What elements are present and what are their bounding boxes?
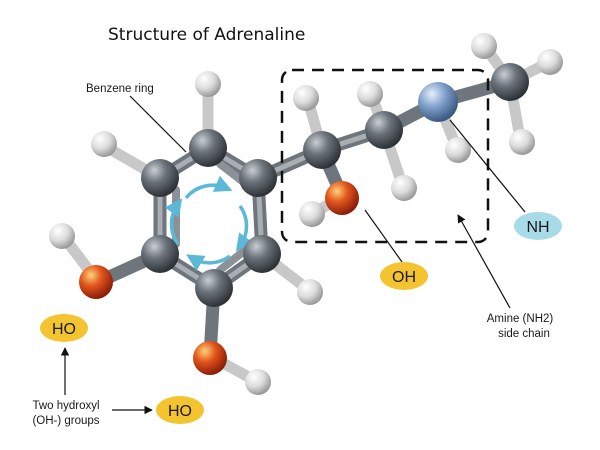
- svg-text:HO: HO: [168, 403, 192, 420]
- amine-label-line2: side chain: [498, 328, 550, 340]
- hydrogen-atom: [245, 369, 271, 395]
- hydrogen-atom: [445, 137, 471, 163]
- aromatic-arrows: [164, 175, 254, 271]
- hydrogen-atom: [299, 201, 325, 227]
- pointer-lines: [60, 95, 526, 415]
- oxygen-atom: [325, 181, 359, 215]
- carbon-atom: [195, 269, 233, 307]
- hydrogen-atom: [471, 33, 497, 59]
- nitrogen-atom: [418, 82, 458, 122]
- benzene-ring-label: Benzene ring: [86, 83, 154, 95]
- svg-text:HO: HO: [52, 321, 76, 338]
- hydrogen-atom: [537, 49, 563, 75]
- side-chain-box: [280, 68, 490, 244]
- hydrogen-atom: [293, 85, 319, 111]
- benzene-pointer: [129, 95, 187, 153]
- hydrogen-atom: [91, 131, 117, 157]
- hydrogen-atom: [195, 71, 221, 97]
- carbon-atom: [189, 129, 227, 167]
- carbon-atom: [239, 159, 277, 197]
- svg-text:NH: NH: [526, 219, 549, 236]
- hydroxyl-label-line2: (OH-) groups: [32, 415, 99, 427]
- carbon-atom: [491, 63, 529, 101]
- carbon-atom: [141, 235, 179, 273]
- nh-pointer: [449, 119, 526, 213]
- carbon-atom: [365, 111, 403, 149]
- carbon-atom: [243, 235, 281, 273]
- oxygen-atom: [79, 265, 113, 299]
- ho-left-tag: HO: [40, 314, 88, 342]
- svg-text:OH: OH: [392, 269, 416, 286]
- oh-pointer: [364, 209, 403, 263]
- amine-arrow: [457, 214, 511, 309]
- nh-tag: NH: [514, 212, 562, 240]
- hydrogen-atom: [297, 279, 323, 305]
- carbon-atom: [303, 131, 341, 169]
- oh-side-tag: OH: [380, 262, 428, 290]
- carbon-atom: [141, 159, 179, 197]
- hydroxyl-label-line1: Two hydroxyl: [32, 400, 99, 412]
- hydrogen-atom: [509, 129, 535, 155]
- hydrogen-atom: [357, 81, 383, 107]
- amine-label-line1: Amine (NH2): [487, 313, 554, 325]
- oxygen-atom: [193, 341, 227, 375]
- hydrogen-atom: [391, 175, 417, 201]
- atoms: [49, 33, 563, 395]
- ho-bottom-tag: HO: [156, 396, 204, 424]
- diagram-title: Structure of Adrenaline: [108, 25, 305, 45]
- hydrogen-atom: [49, 223, 75, 249]
